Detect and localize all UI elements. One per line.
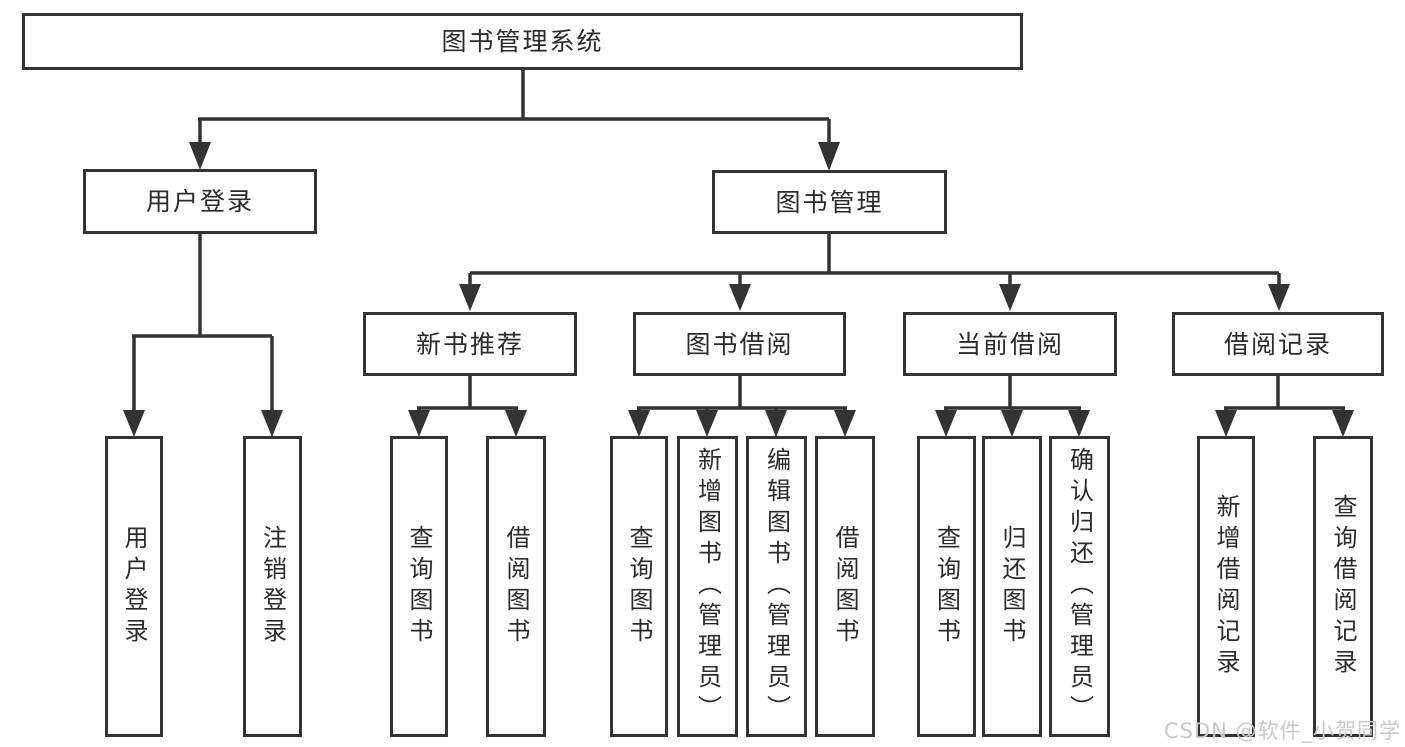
connector-root-to-level2 — [198, 69, 831, 146]
connector-book-borrow-children — [637, 375, 847, 415]
arrow-down-icon-group-book-mgmt — [459, 284, 1290, 311]
node-label: 用户登录 — [145, 187, 254, 216]
leaf-return-books: 归还图书 — [982, 436, 1042, 737]
leaf-query-books-3: 查询图书 — [917, 436, 976, 737]
leaf-borrow-books-1: 借阅图书 — [486, 436, 546, 737]
node-label: 图书管理 — [775, 187, 884, 217]
arrow-down-icon-group-borrow-records — [1215, 410, 1354, 437]
node-root-system: 图书管理系统 — [22, 13, 1023, 70]
node-label: 查询图书 — [932, 524, 961, 649]
arrow-down-icon-group-current-borrow — [935, 410, 1090, 437]
arrow-down-icon-group-root — [189, 142, 840, 171]
node-label: 确认归还（管理员） — [1065, 447, 1094, 726]
leaf-query-books-2: 查询图书 — [610, 436, 668, 737]
node-label: 借阅图书 — [831, 524, 859, 649]
node-label: 归还图书 — [998, 524, 1026, 649]
node-label: 新增借阅记录 — [1212, 493, 1240, 680]
leaf-add-books-admin: 新增图书（管理员） — [677, 436, 738, 737]
node-current-borrow: 当前借阅 — [903, 312, 1117, 376]
node-label: 当前借阅 — [955, 329, 1064, 359]
node-label: 注销登录 — [258, 524, 287, 649]
arrow-down-icon-group-new-books — [408, 410, 527, 437]
node-new-book-recommend: 新书推荐 — [363, 312, 577, 376]
node-label: 查询图书 — [405, 524, 433, 649]
connector-new-books-children — [417, 375, 518, 415]
node-label: 新增图书（管理员） — [693, 447, 722, 726]
watermark: CSDN @软件_小贺同学 — [1163, 719, 1401, 743]
arrow-down-icon-group-book-borrow — [628, 410, 856, 437]
node-label: 图书管理系统 — [441, 27, 604, 56]
leaf-edit-books-admin: 编辑图书（管理员） — [746, 436, 807, 737]
node-label: 编辑图书（管理员） — [762, 447, 791, 726]
leaf-add-borrow-record: 新增借阅记录 — [1197, 436, 1255, 737]
connector-borrow-records-children — [1224, 375, 1345, 415]
connector-current-borrow-children — [944, 375, 1081, 415]
node-label: 查询借阅记录 — [1329, 493, 1357, 680]
leaf-user-login: 用户登录 — [105, 436, 163, 737]
node-borrow-records: 借阅记录 — [1172, 312, 1384, 376]
leaf-borrow-books-2: 借阅图书 — [815, 436, 875, 737]
node-book-borrow: 图书借阅 — [633, 312, 846, 376]
node-label: 用户登录 — [120, 524, 148, 649]
node-label: 查询图书 — [625, 524, 653, 649]
leaf-query-borrow-record: 查询借阅记录 — [1313, 436, 1373, 737]
arrow-down-icon-group-user-login — [123, 410, 283, 437]
node-user-login: 用户登录 — [83, 169, 317, 234]
connector-user-login-children — [132, 233, 274, 413]
node-label: 新书推荐 — [415, 329, 524, 359]
node-label: 借阅记录 — [1223, 329, 1332, 359]
leaf-query-books-1: 查询图书 — [390, 436, 448, 737]
connector-book-mgmt-children — [468, 233, 1281, 288]
node-book-management: 图书管理 — [712, 170, 947, 234]
node-label: 借阅图书 — [502, 524, 530, 649]
leaf-confirm-return-admin: 确认归还（管理员） — [1049, 436, 1110, 737]
leaf-logout: 注销登录 — [243, 436, 302, 737]
node-label: 图书借阅 — [685, 329, 794, 359]
